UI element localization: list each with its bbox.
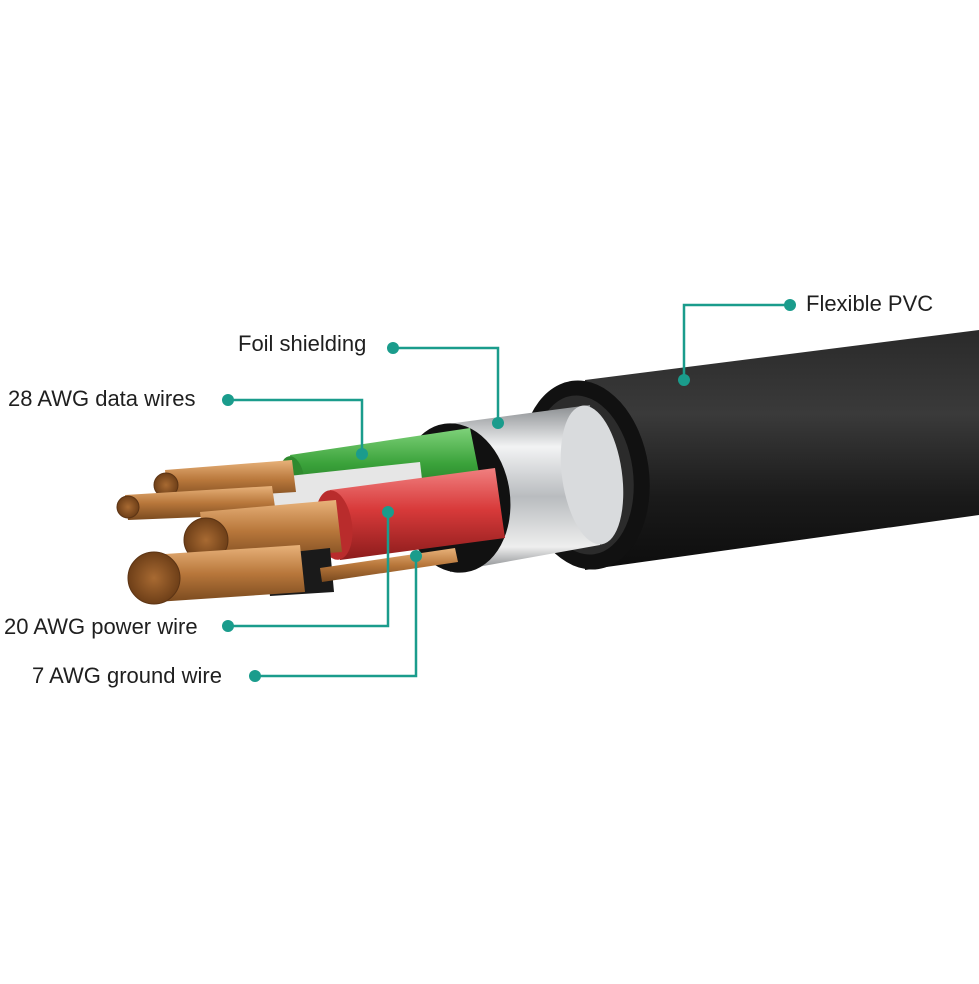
leader-foil-shielding — [393, 346, 500, 423]
dot-power-label — [222, 620, 234, 632]
dot-ground-target — [410, 550, 422, 562]
dot-power-target — [382, 506, 394, 518]
label-foil-shielding: Foil shielding — [238, 331, 367, 356]
label-data-wires: 28 AWG data wires — [8, 386, 196, 411]
callout-lines — [228, 303, 790, 678]
label-ground-wire: 7 AWG ground wire — [32, 663, 222, 688]
dot-data-target — [356, 448, 368, 460]
leader-data-wires — [228, 398, 364, 454]
dot-foil-label — [387, 342, 399, 354]
label-power-wire: 20 AWG power wire — [4, 614, 198, 639]
leader-flexible-pvc — [682, 303, 790, 380]
dot-foil-target — [492, 417, 504, 429]
label-flexible-pvc: Flexible PVC — [806, 291, 934, 316]
leader-ground-wire — [255, 556, 418, 678]
leader-power-wire — [228, 512, 390, 628]
dot-ground-label — [249, 670, 261, 682]
dot-flexible-pvc-target — [678, 374, 690, 386]
dot-data-label — [222, 394, 234, 406]
dot-flexible-pvc-label — [784, 299, 796, 311]
callout-dots — [222, 299, 796, 682]
ground-wire — [127, 545, 458, 605]
